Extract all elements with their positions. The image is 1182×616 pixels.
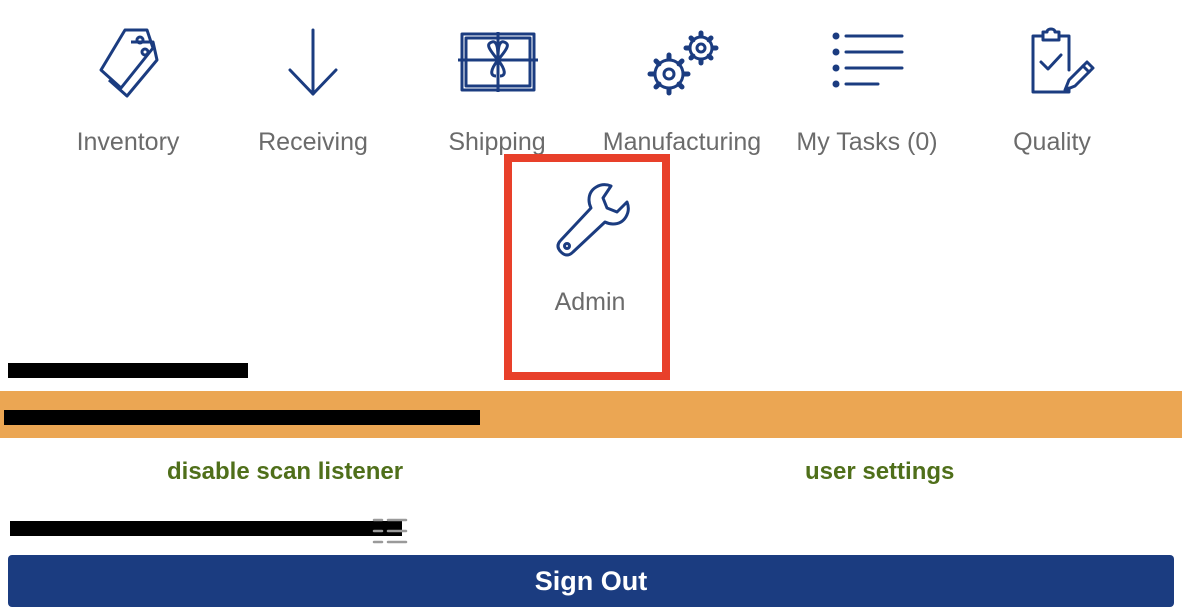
menu-my-tasks-label: My Tasks (0) xyxy=(796,128,938,156)
disable-scan-listener-link[interactable]: disable scan listener xyxy=(167,458,404,485)
menu-shipping[interactable]: Shipping xyxy=(407,18,587,168)
menu-receiving-label: Receiving xyxy=(258,128,368,156)
gift-box-icon xyxy=(452,18,542,108)
arrow-down-icon xyxy=(268,18,358,108)
user-settings-link[interactable]: user settings xyxy=(805,458,955,485)
menu-manufacturing[interactable]: Manufacturing xyxy=(592,18,772,168)
menu-quality-label: Quality xyxy=(1013,128,1091,156)
menu-admin-label: Admin xyxy=(554,288,626,316)
redaction-bar xyxy=(8,363,248,378)
redaction-bar xyxy=(4,410,480,425)
menu-quality[interactable]: Quality xyxy=(962,18,1142,168)
menu-inventory[interactable]: Inventory xyxy=(38,18,218,168)
redaction-bar xyxy=(10,521,402,536)
wrench-icon xyxy=(545,178,635,268)
list-icon xyxy=(822,18,912,108)
tags-icon xyxy=(83,18,173,108)
instance-bar xyxy=(0,391,1182,438)
filter-list-icon[interactable] xyxy=(370,514,410,548)
menu-shipping-label: Shipping xyxy=(448,128,546,156)
gears-icon xyxy=(637,18,727,108)
menu-my-tasks[interactable]: My Tasks (0) xyxy=(777,18,957,168)
menu-admin[interactable]: Admin xyxy=(500,178,680,328)
sign-out-button[interactable]: Sign Out xyxy=(8,555,1174,607)
admin-highlight-box xyxy=(504,154,670,380)
menu-receiving[interactable]: Receiving xyxy=(223,18,403,168)
clipboard-check-icon xyxy=(1007,18,1097,108)
menu-manufacturing-label: Manufacturing xyxy=(602,128,762,156)
menu-inventory-label: Inventory xyxy=(76,128,180,156)
